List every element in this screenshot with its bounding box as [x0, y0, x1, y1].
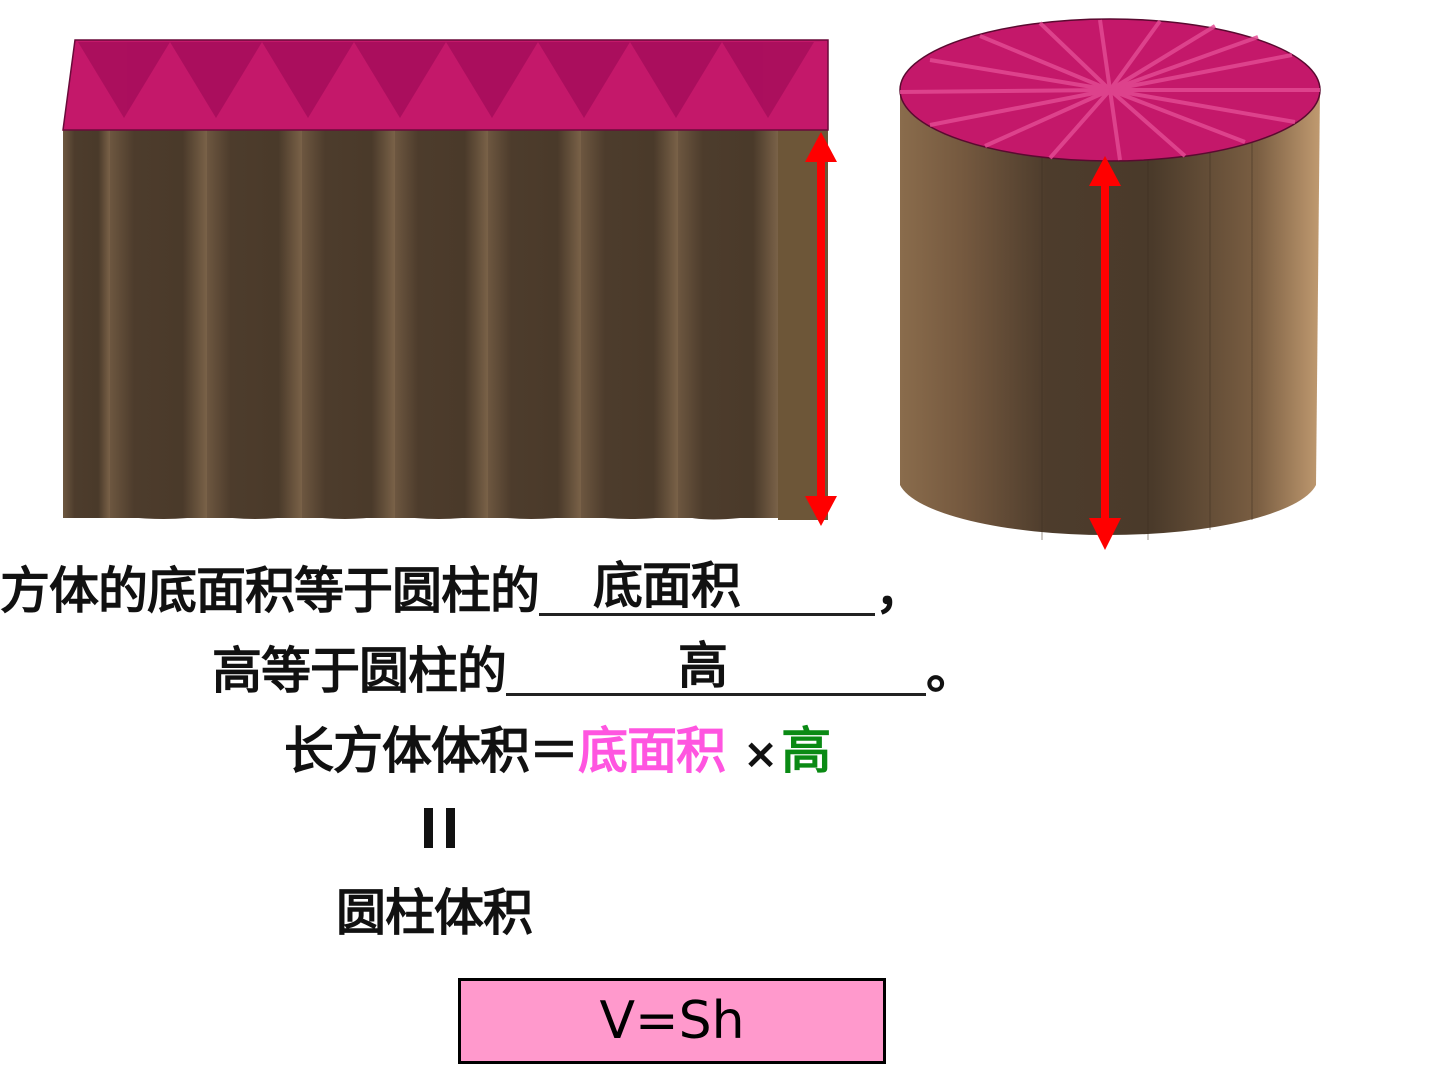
- cylinder-top-rays: [899, 19, 1320, 161]
- cylinder: [899, 18, 1321, 550]
- height-prefix: 高等于圆柱的: [212, 642, 507, 700]
- statement-height: 高等于圆柱的高。: [212, 641, 976, 696]
- prism-top-triangles: [78, 42, 814, 118]
- base-area-blank[interactable]: 底面积: [539, 561, 875, 616]
- height-blank[interactable]: 高: [506, 641, 926, 696]
- shapes-illustration: [62, 18, 1321, 550]
- times-sign: ×: [743, 729, 778, 778]
- vertical-equals-sign: [424, 808, 456, 848]
- formula-height: 高: [781, 722, 831, 780]
- prism-height-arrow: [805, 132, 837, 526]
- cylinder-volume-label: 圆柱体积: [336, 884, 533, 942]
- volume-formula-box: V=Sh: [458, 978, 886, 1064]
- base-area-answer: 底面积: [593, 557, 741, 615]
- cylinder-stripes: [1041, 140, 1253, 540]
- prism-volume-label: 长方体体积＝: [284, 722, 579, 780]
- height-answer: 高: [678, 637, 728, 695]
- base-area-prefix: 方体的底面积等于圆柱的: [0, 562, 540, 620]
- statement-base-area: 方体的底面积等于圆柱的底面积，: [0, 561, 925, 616]
- volume-formula: V=Sh: [599, 991, 745, 1051]
- cylinder-body: [900, 88, 1320, 536]
- rectangular-prism: [62, 39, 837, 526]
- cylinder-height-arrow: [1089, 156, 1121, 550]
- height-suffix: 。: [926, 642, 976, 700]
- prism-volume-formula: 长方体体积＝底面积×高: [284, 726, 831, 778]
- base-area-suffix: ，: [875, 562, 925, 620]
- prism-stripes: [63, 130, 828, 520]
- prism-top-face: [62, 39, 829, 131]
- formula-base-area: 底面积: [578, 722, 726, 780]
